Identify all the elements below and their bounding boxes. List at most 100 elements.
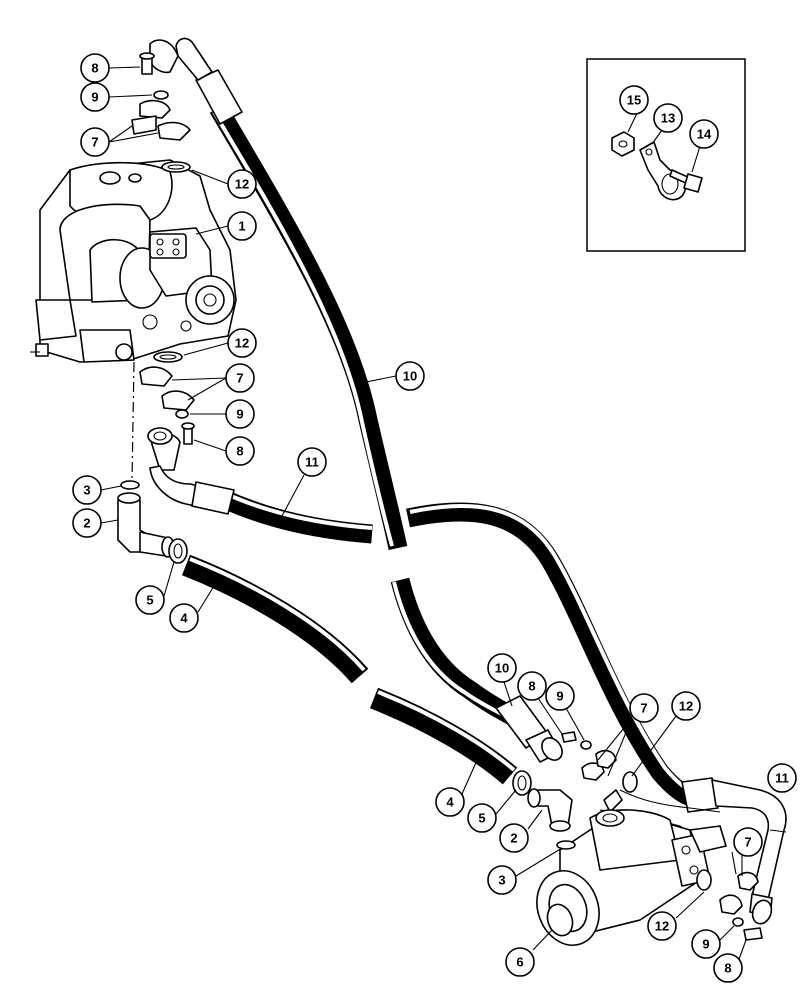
inset-detail-box xyxy=(586,58,746,252)
callout-10-upper: 10 xyxy=(395,361,425,391)
hose-11-upper xyxy=(218,489,697,807)
callout-9-top: 9 xyxy=(80,82,110,112)
hose-4 xyxy=(181,554,518,785)
callout-5-motor: 5 xyxy=(467,803,497,833)
svg-text:12: 12 xyxy=(235,177,249,192)
callout-4-pump: 4 xyxy=(169,603,199,633)
svg-text:4: 4 xyxy=(446,795,454,810)
svg-text:10: 10 xyxy=(403,369,417,384)
callout-9-motor-upper: 9 xyxy=(545,681,575,711)
callout-5-pump: 5 xyxy=(135,585,165,615)
bolt-motor-lower xyxy=(743,927,763,941)
callout-12-pump: 12 xyxy=(227,328,257,358)
svg-text:10: 10 xyxy=(495,661,509,676)
callout-7-motor-upper: 7 xyxy=(629,693,659,723)
callout-12-motor-upper: 12 xyxy=(671,691,701,721)
callout-8-top: 8 xyxy=(80,53,110,83)
svg-text:15: 15 xyxy=(627,93,641,108)
flange-halves-pump-lower xyxy=(139,366,195,411)
hose-11-end-motor xyxy=(681,777,787,925)
svg-text:9: 9 xyxy=(91,90,98,105)
callout-8-pump: 8 xyxy=(225,436,255,466)
bolt-pump-lower xyxy=(181,422,195,445)
o-ring-motor-lower xyxy=(696,869,712,891)
washer-motor-upper xyxy=(580,740,592,750)
svg-text:1: 1 xyxy=(238,219,245,234)
hose-10-end-motor xyxy=(495,695,563,763)
callout-7-motor-lower: 7 xyxy=(733,827,763,857)
svg-text:9: 9 xyxy=(556,689,563,704)
callout-7-top: 7 xyxy=(80,127,110,157)
svg-text:7: 7 xyxy=(640,701,647,716)
callout-6: 6 xyxy=(505,947,535,977)
flange-halves-top xyxy=(131,99,191,141)
svg-text:4: 4 xyxy=(180,611,188,626)
leader-lines xyxy=(100,66,787,963)
svg-text:2: 2 xyxy=(510,831,517,846)
svg-text:2: 2 xyxy=(83,516,90,531)
hose-11-elbow-pump xyxy=(147,427,235,515)
callout-3-pump: 3 xyxy=(72,475,102,505)
o-ring-pump-lower xyxy=(153,351,183,363)
svg-text:3: 3 xyxy=(83,483,90,498)
svg-text:14: 14 xyxy=(697,127,712,142)
svg-text:11: 11 xyxy=(775,771,789,786)
callout-13: 13 xyxy=(653,103,683,133)
svg-text:8: 8 xyxy=(528,679,535,694)
svg-text:9: 9 xyxy=(702,937,709,952)
callout-12-motor-lower: 12 xyxy=(647,911,677,941)
callout-11-upper: 11 xyxy=(297,447,327,477)
alignment-line xyxy=(131,361,135,481)
svg-text:9: 9 xyxy=(236,407,243,422)
clamp-bolt xyxy=(669,169,703,193)
washer-motor-lower xyxy=(732,917,744,927)
callout-10-motor: 10 xyxy=(487,653,517,683)
callout-12-top: 12 xyxy=(227,169,257,199)
callout-14: 14 xyxy=(689,119,719,149)
bolt-motor-upper xyxy=(561,731,577,743)
callout-9-motor-lower: 9 xyxy=(691,929,721,959)
nut xyxy=(611,131,635,157)
washer-top xyxy=(153,90,169,100)
svg-text:11: 11 xyxy=(305,455,319,470)
svg-text:12: 12 xyxy=(655,919,669,934)
svg-text:7: 7 xyxy=(236,371,243,386)
hydraulic-motor xyxy=(536,809,727,946)
flange-halves-motor-upper xyxy=(581,749,617,781)
callout-9-pump: 9 xyxy=(225,399,255,429)
callouts: 8 9 7 12 1 12 7 9 8 3 2 5 4 11 10 15 13 … xyxy=(72,53,797,983)
callout-2-motor: 2 xyxy=(499,823,529,853)
svg-text:8: 8 xyxy=(724,961,731,976)
elbow-fitting-pump xyxy=(117,492,175,558)
bolt-top xyxy=(139,52,155,75)
callout-3-motor: 3 xyxy=(487,865,517,895)
elbow-fitting-motor xyxy=(527,788,573,832)
callout-11-motor: 11 xyxy=(767,763,797,793)
svg-text:8: 8 xyxy=(236,444,243,459)
callout-1: 1 xyxy=(227,211,257,241)
hose-clamp-motor xyxy=(512,770,532,796)
svg-text:8: 8 xyxy=(91,61,98,76)
callout-4-motor: 4 xyxy=(435,787,465,817)
o-ring-pump xyxy=(120,480,140,490)
svg-text:13: 13 xyxy=(661,111,675,126)
o-ring-top xyxy=(161,161,191,173)
callout-2-pump: 2 xyxy=(72,508,102,538)
o-ring-motor xyxy=(556,840,576,850)
svg-text:12: 12 xyxy=(679,699,693,714)
callout-8-motor-lower: 8 xyxy=(713,953,743,983)
svg-text:7: 7 xyxy=(744,835,751,850)
svg-text:5: 5 xyxy=(146,593,153,608)
washer-pump-lower xyxy=(175,409,189,419)
hose-sleeve-top xyxy=(149,37,243,125)
hose-10-long xyxy=(209,103,520,727)
svg-text:5: 5 xyxy=(478,811,485,826)
svg-text:7: 7 xyxy=(91,135,98,150)
svg-text:6: 6 xyxy=(516,955,523,970)
hydraulic-pump xyxy=(30,159,237,363)
callout-8-motor-upper: 8 xyxy=(517,671,547,701)
callout-15: 15 xyxy=(619,85,649,115)
hose-clamp-pump xyxy=(168,538,188,564)
callout-7-pump: 7 xyxy=(225,363,255,393)
